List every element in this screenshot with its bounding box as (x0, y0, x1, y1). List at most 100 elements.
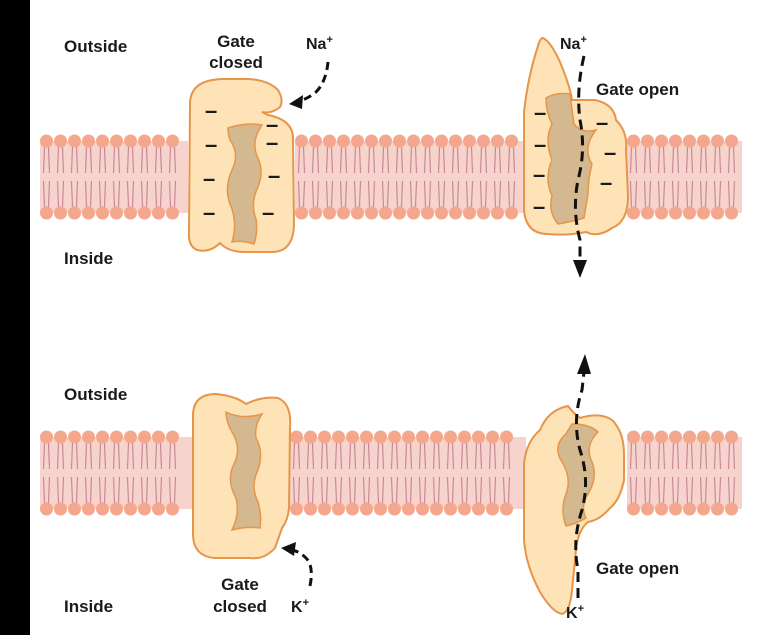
lipid-head (166, 135, 179, 148)
lipid-head (463, 207, 476, 220)
na-ion-label-closed: Na+ (306, 34, 333, 53)
lipid-head (323, 207, 336, 220)
arrowhead-icon (289, 95, 303, 109)
lipid-head (393, 207, 406, 220)
lipid-head (407, 207, 420, 220)
negative-charge: – (604, 140, 616, 165)
lipid-head (458, 431, 471, 444)
lipid-head (68, 135, 81, 148)
lipid-head (82, 431, 95, 444)
lipid-head (711, 207, 724, 220)
lipid-head (68, 207, 81, 220)
arrowhead-icon (281, 542, 296, 556)
negative-charge: – (596, 110, 608, 135)
lipid-head (697, 207, 710, 220)
lipid-head (444, 431, 457, 444)
lipid-head (655, 431, 668, 444)
lipid-head (54, 431, 67, 444)
lipid-head (124, 431, 137, 444)
lipid-head (725, 431, 738, 444)
lipid-head (486, 431, 499, 444)
lipid-head (96, 207, 109, 220)
lipid-head (40, 207, 53, 220)
lipid-head (96, 135, 109, 148)
lipid-head (290, 503, 303, 516)
lipid-head (655, 503, 668, 516)
lipid-head (166, 503, 179, 516)
lipid-head (379, 207, 392, 220)
lipid-head (449, 135, 462, 148)
lipid-head (295, 207, 308, 220)
closed-gate-label-top-line1: Gate (217, 32, 255, 51)
negative-charge: – (205, 98, 217, 123)
lipid-head (500, 431, 513, 444)
lipid-head (402, 431, 415, 444)
lipid-head (82, 135, 95, 148)
lipid-head (309, 207, 322, 220)
lipid-head (96, 503, 109, 516)
lipid-head (505, 135, 518, 148)
lipid-head (472, 431, 485, 444)
lipid-head (152, 135, 165, 148)
inside-label-bottom: Inside (64, 597, 113, 616)
lipid-head (351, 135, 364, 148)
lipid-head (332, 503, 345, 516)
k-ion-label-closed: K+ (291, 597, 309, 616)
lipid-head (351, 207, 364, 220)
lipid-head (290, 431, 303, 444)
lipid-head (472, 503, 485, 516)
lipid-head (458, 503, 471, 516)
lipid-head (505, 207, 518, 220)
lipid-head (304, 503, 317, 516)
lipid-head (669, 431, 682, 444)
lipid-head (124, 135, 137, 148)
lipid-head (388, 503, 401, 516)
lipid-head (683, 431, 696, 444)
lipid-head (683, 207, 696, 220)
negative-charge: – (203, 200, 215, 225)
sodium-channel-closed: – – – – – – – – (189, 79, 294, 252)
lipid-head (725, 135, 738, 148)
negative-charge: – (268, 163, 280, 188)
lipid-head (463, 135, 476, 148)
lipid-head (711, 431, 724, 444)
lipid-head (416, 503, 429, 516)
lipid-head (138, 503, 151, 516)
lipid-head (641, 503, 654, 516)
lipid-head (152, 503, 165, 516)
lipid-head (641, 207, 654, 220)
lipid-head (40, 431, 53, 444)
negative-charge: – (534, 100, 546, 125)
inside-label-top: Inside (64, 249, 113, 268)
closed-gate-label-bottom-line1: Gate (221, 575, 259, 594)
potassium-channel-closed (193, 394, 290, 558)
lipid-head (641, 431, 654, 444)
lipid-head (138, 207, 151, 220)
lipid-head (416, 431, 429, 444)
lipid-band (627, 141, 742, 213)
lipid-head (402, 503, 415, 516)
lipid-head (486, 503, 499, 516)
membrane-bottom (40, 431, 742, 516)
na-ion-label-open: Na+ (560, 34, 587, 53)
lipid-head (491, 207, 504, 220)
lipid-band (295, 141, 526, 213)
lipid-head (388, 431, 401, 444)
lipid-head (725, 207, 738, 220)
lipid-head (711, 135, 724, 148)
lipid-head (309, 135, 322, 148)
lipid-head (435, 135, 448, 148)
negative-charge: – (534, 132, 546, 157)
lipid-head (379, 135, 392, 148)
lipid-head (365, 207, 378, 220)
lipid-head (54, 207, 67, 220)
lipid-head (332, 431, 345, 444)
lipid-head (683, 503, 696, 516)
negative-charge: – (600, 170, 612, 195)
lipid-head (407, 135, 420, 148)
lipid-head (477, 207, 490, 220)
arrowhead-icon (573, 260, 587, 278)
lipid-head (374, 503, 387, 516)
open-gate-label-top: Gate open (596, 80, 679, 99)
lipid-head (627, 503, 640, 516)
